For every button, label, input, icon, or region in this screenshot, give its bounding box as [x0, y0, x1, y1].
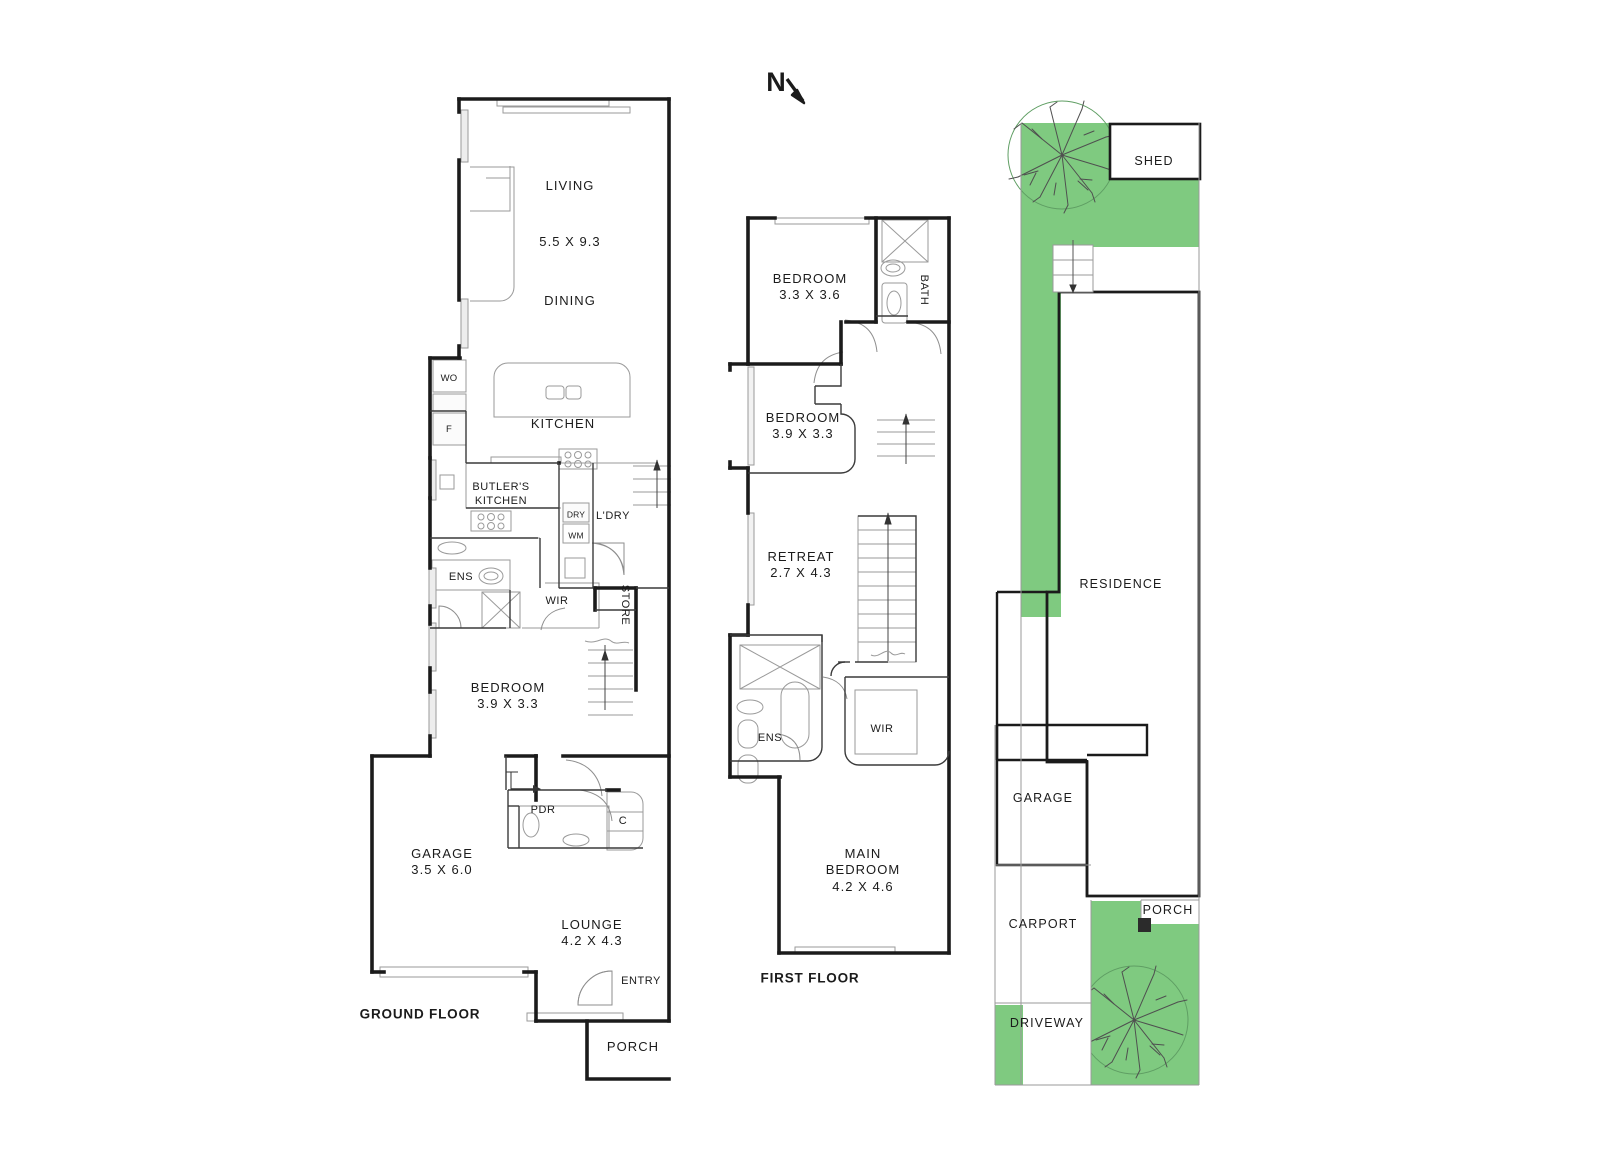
room-label-dining: DINING [544, 292, 596, 308]
room-dim-lounge: 4.2 X 4.3 [561, 932, 623, 948]
room-label-main-bedroom-line1: MAIN [844, 845, 882, 861]
room-dim-bedroom-1: 3.3 X 3.6 [779, 286, 841, 302]
ground-fixtures [379, 98, 671, 1022]
room-label-porch-ground: PORCH [606, 1038, 660, 1054]
first-floor-plan [728, 216, 951, 955]
appliance-label-washing-machine: WM [568, 530, 584, 541]
room-label-butlers-kitchen-line1: BUTLER'S [472, 481, 530, 494]
site-label-carport: CARPORT [1008, 917, 1078, 932]
room-label-ensuite-ground: ENS [448, 571, 474, 584]
room-label-lounge: LOUNGE [561, 916, 623, 932]
room-label-butlers-kitchen-line2: KITCHEN [474, 495, 528, 508]
appliance-label-dryer: DRY [566, 509, 586, 520]
first-walls [728, 216, 951, 955]
room-label-bedroom-1: BEDROOM [772, 270, 848, 286]
compass-rose [785, 78, 806, 105]
room-label-bedroom-2: BEDROOM [765, 409, 841, 425]
room-label-bedroom-ground: BEDROOM [470, 679, 546, 695]
site-label-driveway: DRIVEWAY [1009, 1016, 1085, 1031]
appliance-label-wall-oven: WO [440, 373, 458, 385]
site-shed-outline [1108, 122, 1202, 181]
ground-door-swings [438, 542, 625, 1006]
ground-floor-plan [370, 97, 671, 1081]
room-dim-living: 5.5 X 9.3 [539, 233, 601, 249]
floor-title-first: FIRST FLOOR [760, 970, 860, 986]
compass-north-label: N [766, 67, 786, 98]
site-steps [1052, 240, 1094, 294]
room-dim-bedroom-2: 3.9 X 3.3 [772, 425, 834, 441]
room-label-cupboard: C [618, 815, 628, 828]
site-garage-outline [997, 723, 1149, 757]
room-label-ensuite-first: ENS [757, 732, 783, 745]
floor-title-ground: GROUND FLOOR [359, 1006, 481, 1022]
site-carport-driveway-lines [994, 123, 1200, 1086]
site-label-residence: RESIDENCE [1079, 577, 1163, 592]
first-partitions [730, 315, 950, 766]
room-label-store: STORE [618, 584, 631, 626]
room-label-wir-ground: WIR [545, 595, 569, 608]
room-label-bath: BATH [917, 274, 930, 306]
room-label-living: LIVING [545, 177, 595, 193]
ground-direction-markers [506, 771, 541, 793]
site-porch-marker [1138, 918, 1151, 932]
site-label-garage: GARAGE [1012, 791, 1074, 806]
room-label-powder: PDR [530, 804, 556, 817]
room-label-retreat: RETREAT [767, 548, 835, 564]
room-dim-main-bedroom: 4.2 X 4.6 [832, 878, 894, 894]
room-dim-bedroom-ground: 3.9 X 3.3 [477, 695, 539, 711]
room-dim-retreat: 2.7 X 4.3 [770, 564, 832, 580]
room-label-wir-first: WIR [870, 723, 894, 736]
site-plan [994, 100, 1202, 1086]
ground-partitions [430, 410, 669, 849]
appliance-label-fridge: F [446, 424, 452, 436]
site-label-shed: SHED [1134, 154, 1174, 169]
site-label-porch: PORCH [1142, 903, 1194, 918]
room-label-kitchen: KITCHEN [530, 415, 596, 431]
room-label-main-bedroom-line2: BEDROOM [825, 861, 901, 877]
room-label-entry: ENTRY [621, 975, 661, 988]
room-label-laundry: L'DRY [596, 510, 630, 523]
first-fixtures [736, 217, 935, 954]
room-dim-garage-ground: 3.5 X 6.0 [411, 861, 473, 877]
room-label-garage-ground: GARAGE [411, 845, 473, 861]
ground-walls [370, 97, 671, 1081]
